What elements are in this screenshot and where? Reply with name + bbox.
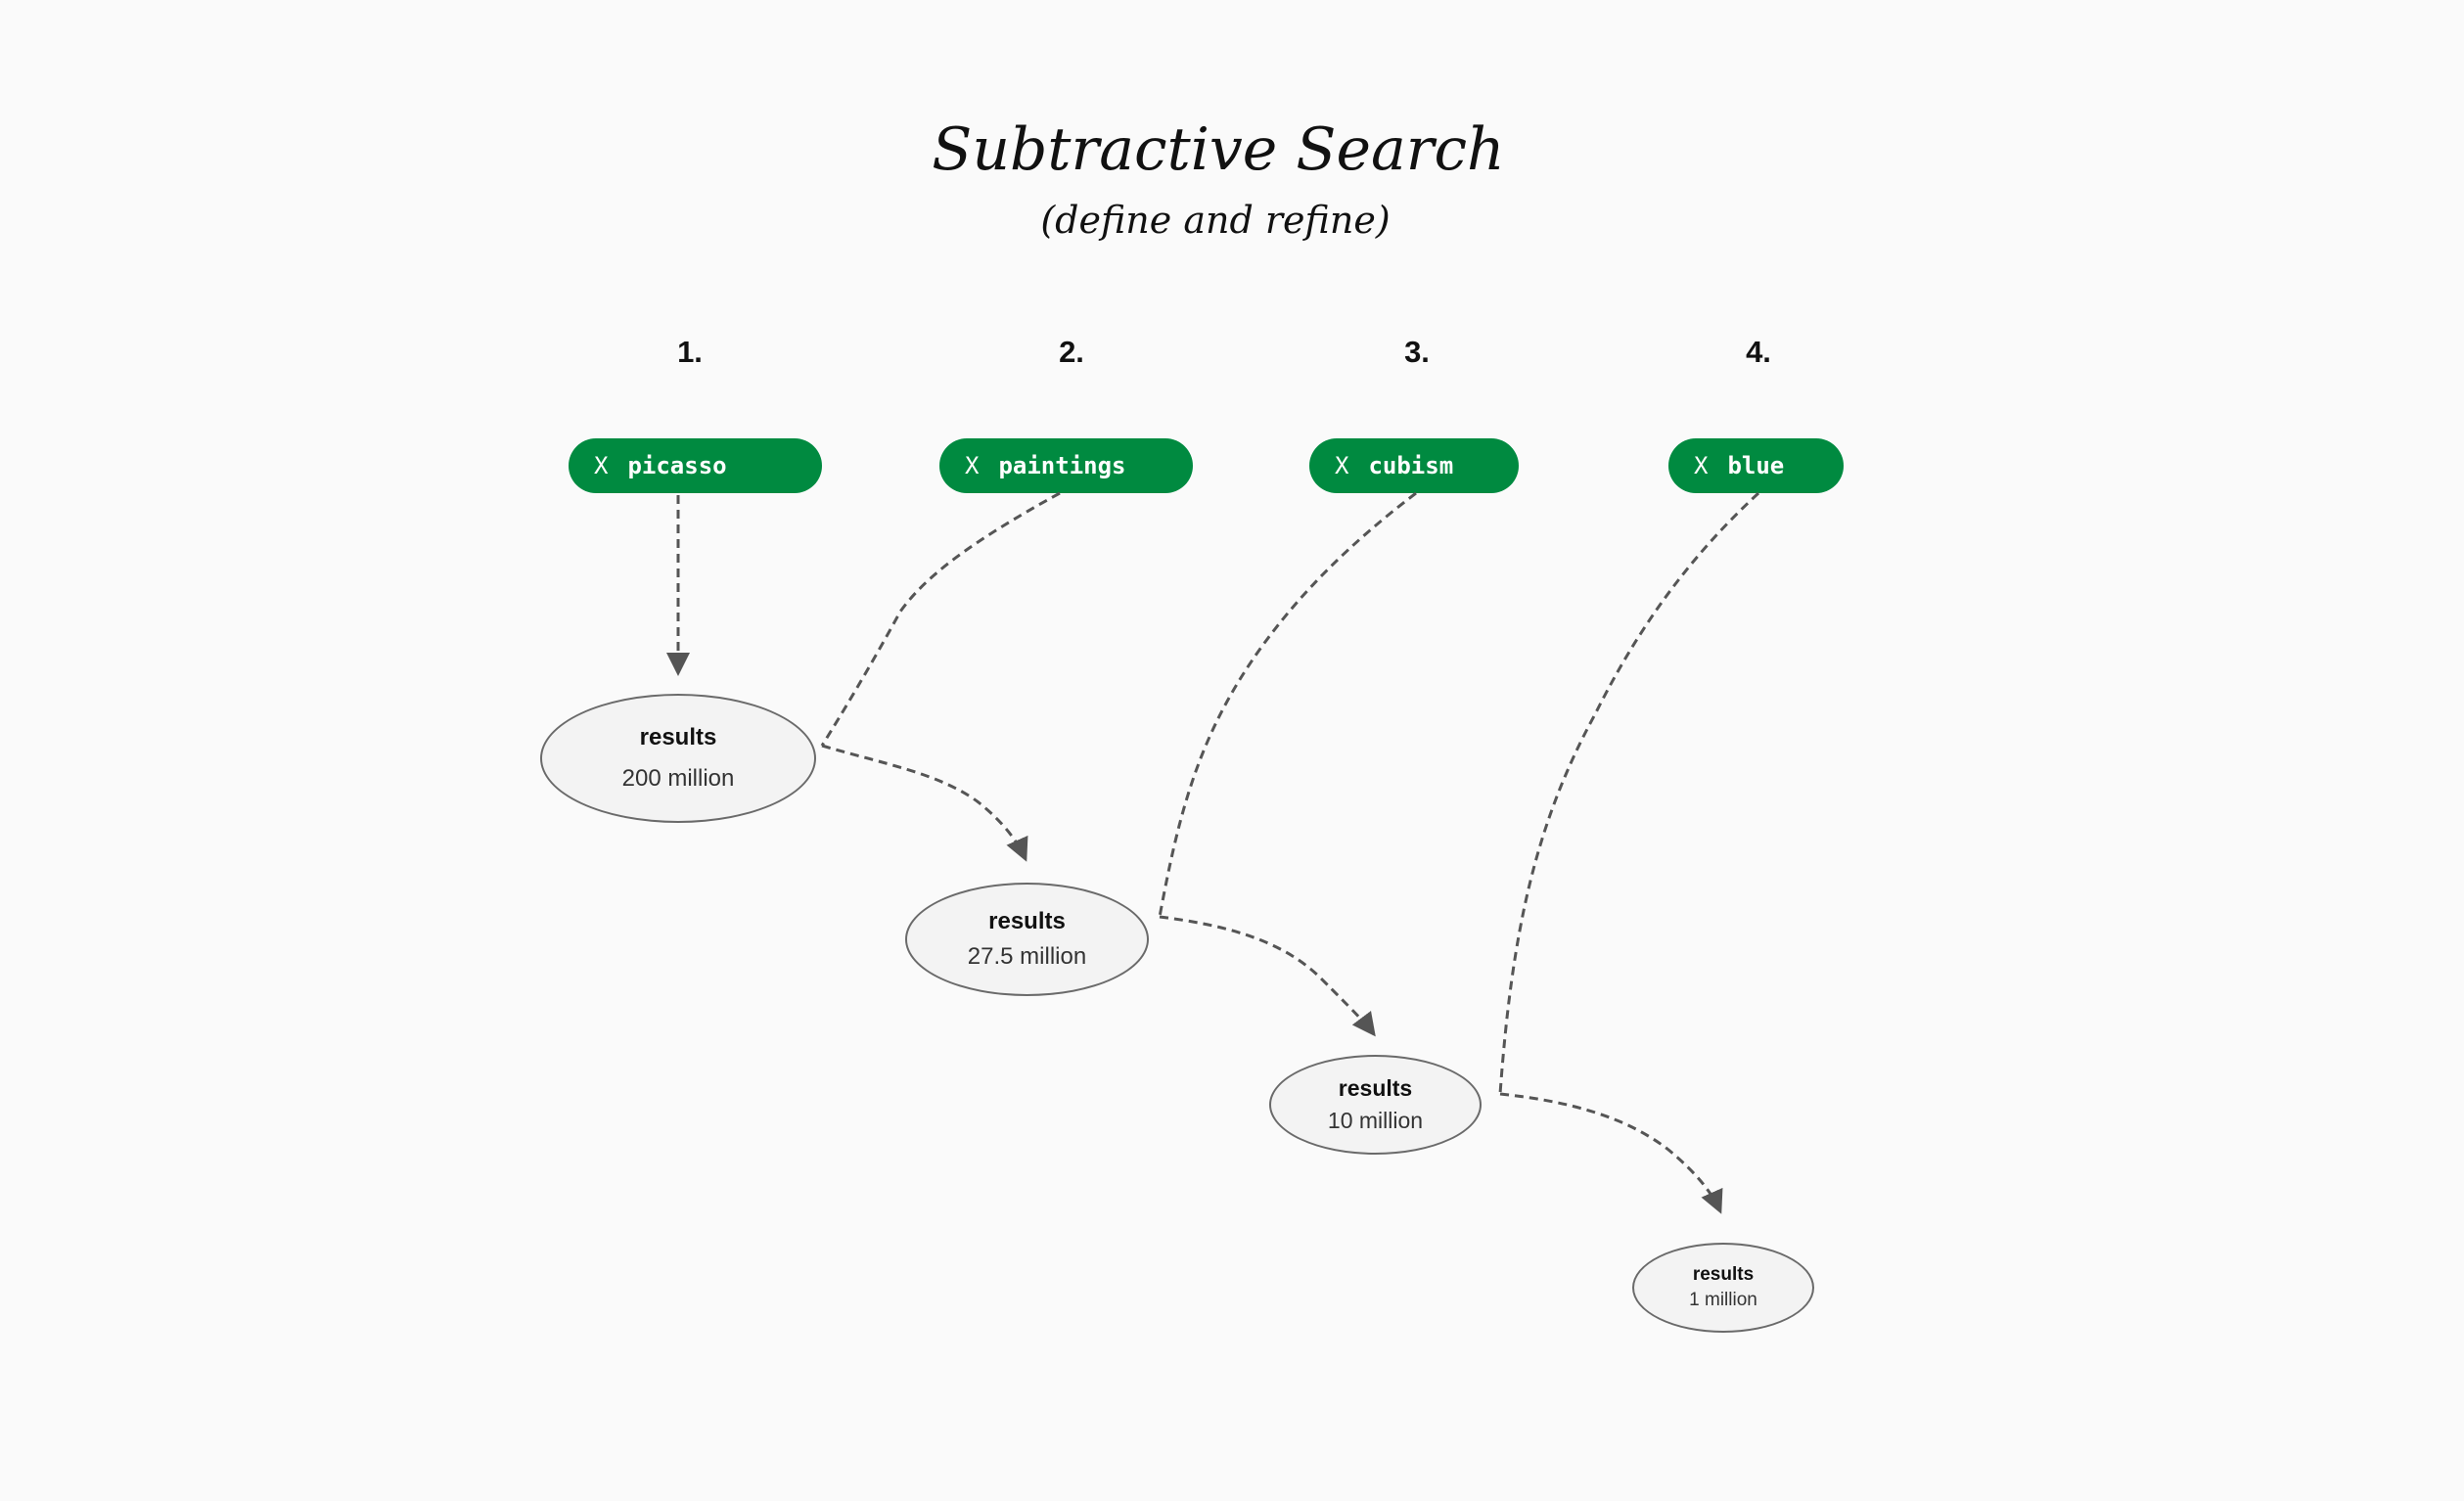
results-count: 1 million: [1689, 1290, 1757, 1310]
diagram-subtitle: (define and refine): [1040, 199, 1391, 242]
remove-icon[interactable]: X: [965, 452, 980, 479]
chip-label: blue: [1727, 452, 1785, 479]
arrow-blue-connector: [1498, 491, 1760, 1095]
search-chip-blue[interactable]: X blue: [1668, 438, 1844, 493]
arrow-paintings-connector: [820, 491, 1061, 747]
chip-label: paintings: [998, 452, 1126, 479]
search-chip-cubism[interactable]: X cubism: [1309, 438, 1519, 493]
results-label: results: [639, 724, 717, 750]
results-ellipse-3: results 10 million: [1269, 1055, 1482, 1155]
results-ellipse-4: results 1 million: [1632, 1243, 1814, 1333]
arrow-results1-to-results2: [821, 744, 1028, 862]
results-count: 10 million: [1327, 1108, 1424, 1133]
step-number-3: 3.: [1404, 335, 1430, 369]
results-label: results: [1338, 1075, 1413, 1101]
step-number-1: 1.: [677, 335, 703, 369]
step-number-2: 2.: [1059, 335, 1084, 369]
results-ellipse-1: results 200 million: [540, 694, 816, 823]
remove-icon[interactable]: X: [594, 452, 609, 479]
step-number-4: 4.: [1746, 335, 1771, 369]
remove-icon[interactable]: X: [1694, 452, 1709, 479]
results-label: results: [1692, 1264, 1755, 1285]
remove-icon[interactable]: X: [1335, 452, 1349, 479]
results-count: 200 million: [621, 765, 735, 792]
arrow-results3-to-results4: [1499, 1092, 1723, 1214]
results-label: results: [988, 908, 1066, 934]
chip-label: picasso: [627, 452, 727, 479]
arrow-cubism-connector: [1158, 491, 1417, 918]
results-ellipse-2: results 27.5 million: [905, 883, 1149, 996]
chip-label: cubism: [1368, 452, 1454, 479]
search-chip-paintings[interactable]: X paintings: [939, 438, 1193, 493]
arrow-results2-to-results3: [1159, 915, 1376, 1037]
search-chip-picasso[interactable]: X picasso: [569, 438, 822, 493]
results-count: 27.5 million: [967, 943, 1087, 970]
diagram-title: Subtractive Search: [932, 115, 1505, 184]
